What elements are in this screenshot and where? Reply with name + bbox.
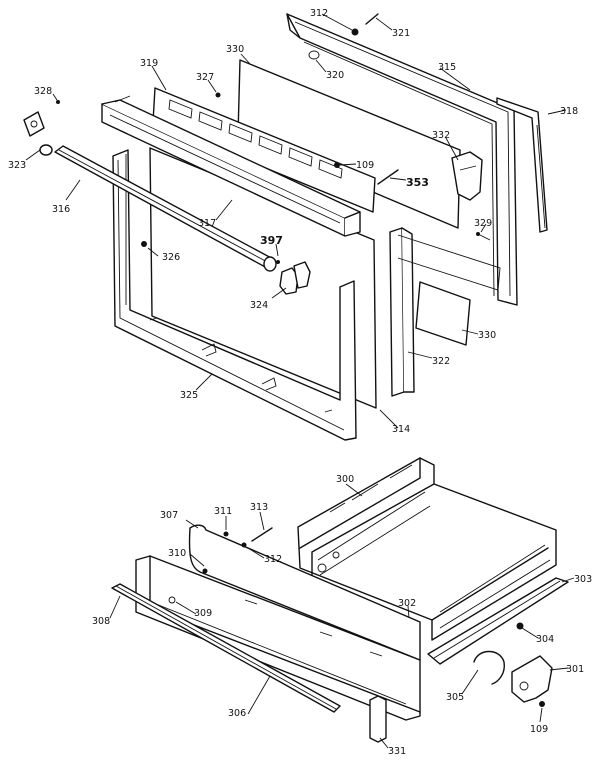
bracket-332 bbox=[451, 151, 483, 201]
nut-304 bbox=[516, 622, 524, 630]
callout-322: 322 bbox=[432, 356, 450, 367]
handle-housing-317 bbox=[101, 95, 361, 237]
callout-312-bottom: 312 bbox=[264, 554, 282, 565]
callout-353: 353 bbox=[406, 176, 429, 189]
side-channel-322 bbox=[389, 227, 501, 397]
side-trim-318 bbox=[496, 97, 548, 233]
callout-305: 305 bbox=[446, 692, 464, 703]
leader-lines bbox=[25, 13, 575, 749]
callout-labels: 312 321 330 315 319 327 320 318 328 332 … bbox=[8, 8, 592, 757]
callout-325: 325 bbox=[180, 390, 198, 401]
callout-316: 316 bbox=[52, 204, 70, 215]
callout-306: 306 bbox=[228, 708, 246, 719]
handle-end-caps-324 bbox=[276, 260, 311, 295]
drawer-front-306 bbox=[135, 555, 421, 721]
handle-bar-316 bbox=[54, 145, 277, 272]
callout-332: 332 bbox=[432, 130, 450, 141]
bracket-301 bbox=[511, 655, 553, 707]
screw-309 bbox=[168, 596, 176, 604]
callout-315: 315 bbox=[438, 62, 456, 73]
callout-307: 307 bbox=[160, 510, 178, 521]
callout-326: 326 bbox=[162, 252, 180, 263]
window-frame-319 bbox=[152, 87, 376, 213]
callout-328: 328 bbox=[34, 86, 52, 97]
callout-302: 302 bbox=[398, 598, 416, 609]
callout-311: 311 bbox=[214, 506, 232, 517]
callout-317: 317 bbox=[198, 218, 216, 229]
callout-319: 319 bbox=[140, 58, 158, 69]
end-cap-323 bbox=[23, 100, 60, 156]
insulation-330-lower bbox=[415, 281, 471, 346]
callout-323: 323 bbox=[8, 160, 26, 171]
callout-330-top: 330 bbox=[226, 44, 244, 55]
clip-305 bbox=[473, 650, 506, 685]
callout-320: 320 bbox=[326, 70, 344, 81]
drawer-screws bbox=[223, 527, 273, 548]
callout-308: 308 bbox=[92, 616, 110, 627]
callout-324: 324 bbox=[250, 300, 268, 311]
insulation-330-top bbox=[237, 59, 461, 229]
drawer-body-300 bbox=[297, 457, 557, 641]
callout-109-bottom: 109 bbox=[530, 724, 548, 735]
callout-304: 304 bbox=[536, 634, 554, 645]
callout-330-lower: 330 bbox=[478, 330, 496, 341]
callout-312-top: 312 bbox=[310, 8, 328, 19]
drawer-slide-303 bbox=[427, 577, 569, 665]
trim-strip-308 bbox=[111, 583, 341, 713]
callout-310: 310 bbox=[168, 548, 186, 559]
callout-309: 309 bbox=[194, 608, 212, 619]
screws-353-109 bbox=[334, 162, 399, 185]
callout-300: 300 bbox=[336, 474, 354, 485]
callout-327: 327 bbox=[196, 72, 214, 83]
top-screws-312-321 bbox=[351, 13, 379, 36]
callout-301: 301 bbox=[566, 664, 584, 675]
bracket-331 bbox=[369, 695, 387, 743]
screw-329 bbox=[476, 232, 491, 241]
callout-397: 397 bbox=[260, 234, 283, 247]
callout-331: 331 bbox=[388, 746, 406, 757]
callout-313: 313 bbox=[250, 502, 268, 513]
callout-303: 303 bbox=[574, 574, 592, 585]
callout-318: 318 bbox=[560, 106, 578, 117]
callout-329: 329 bbox=[474, 218, 492, 229]
callout-109-top: 109 bbox=[356, 160, 374, 171]
panel-307 bbox=[188, 524, 421, 661]
callout-321: 321 bbox=[392, 28, 410, 39]
callout-314: 314 bbox=[392, 424, 410, 435]
